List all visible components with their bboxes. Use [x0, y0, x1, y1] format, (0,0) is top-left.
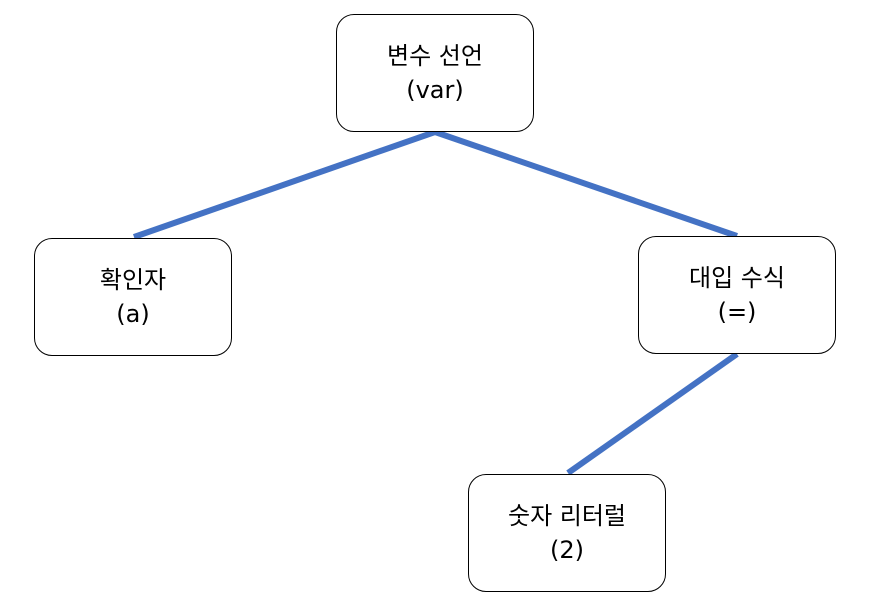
node-assignment-expression: 대입 수식 (=): [638, 236, 836, 354]
node-identifier: 확인자 (a): [34, 238, 232, 356]
node-numeric-literal: 숫자 리터럴 (2): [468, 474, 666, 592]
edge-var-ident: [133, 129, 436, 240]
node-symbol: (var): [406, 76, 464, 104]
edge-assign-num: [566, 351, 739, 476]
node-title: 변수 선언: [387, 42, 483, 70]
node-title: 확인자: [99, 266, 167, 294]
node-symbol: (a): [116, 300, 150, 328]
node-symbol: (=): [717, 298, 757, 326]
node-title: 대입 수식: [689, 264, 785, 292]
node-variable-declaration: 변수 선언 (var): [336, 14, 534, 132]
edge-var-assign: [434, 129, 738, 239]
node-title: 숫자 리터럴: [507, 502, 627, 530]
node-symbol: (2): [550, 536, 584, 564]
